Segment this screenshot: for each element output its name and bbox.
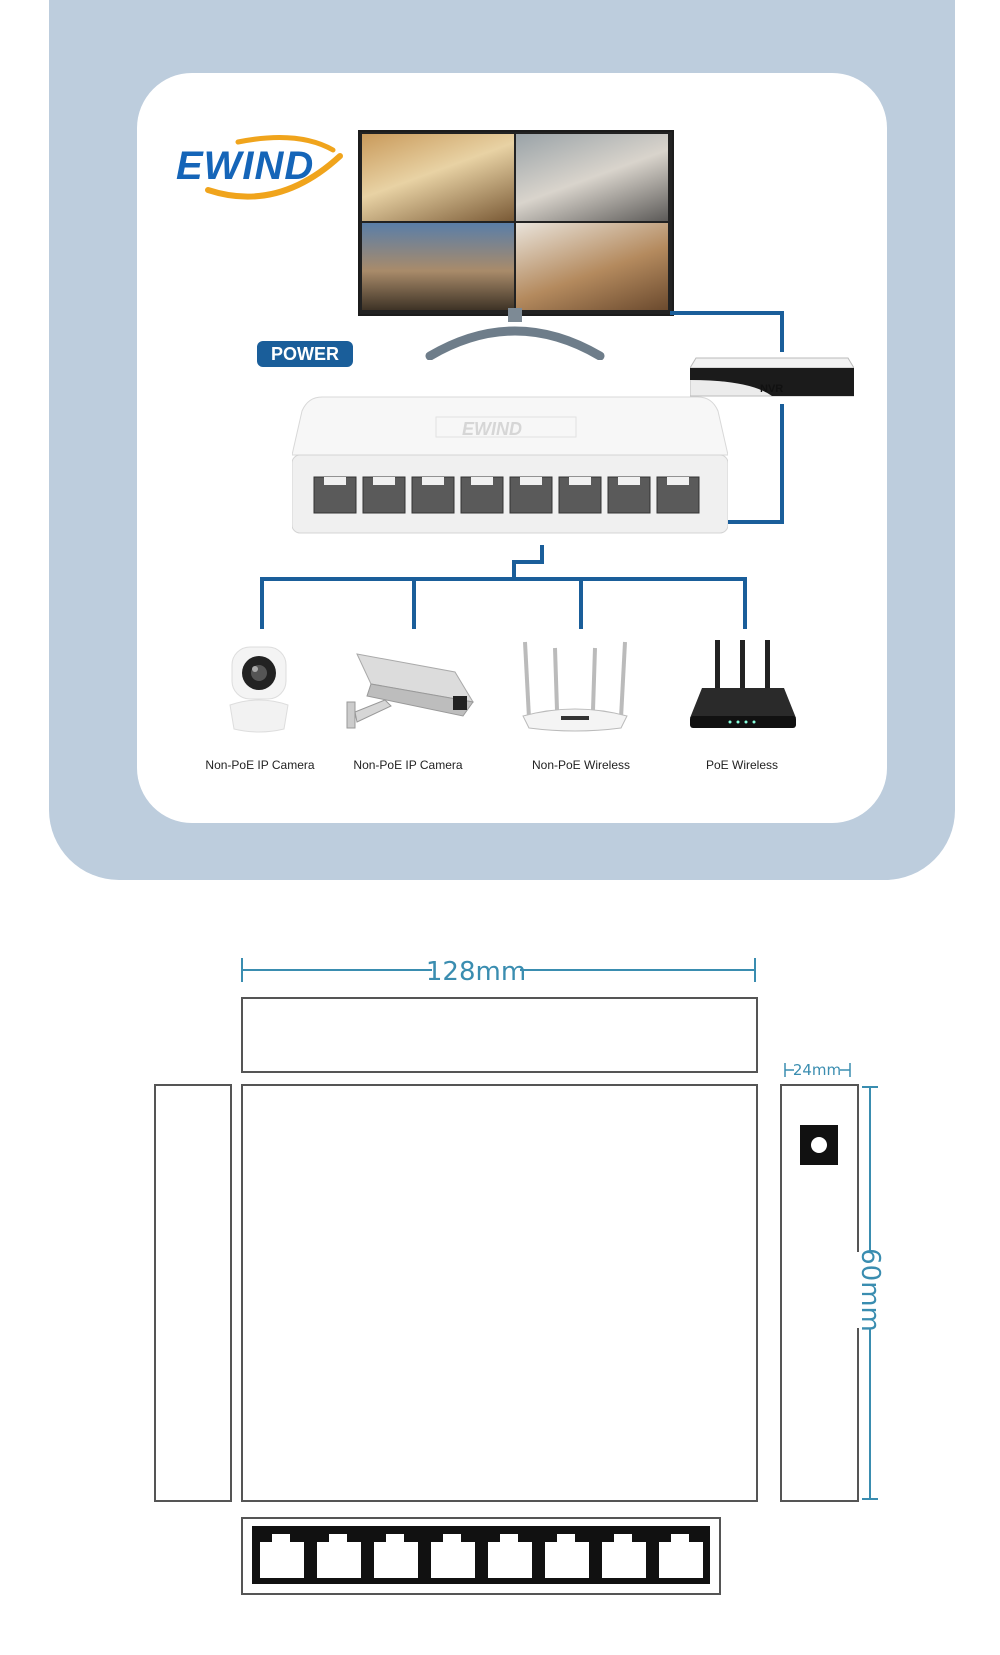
nvr-label: NVR	[760, 383, 783, 395]
port-outline	[431, 1534, 475, 1578]
connection-line	[540, 545, 544, 563]
power-badge: POWER	[257, 341, 353, 367]
bullet-camera-icon	[346, 653, 474, 729]
top-view	[241, 997, 758, 1073]
dim-ports	[252, 1526, 710, 1584]
height-label: 60mm	[855, 1248, 885, 1332]
port-outline	[488, 1534, 532, 1578]
port-outline	[659, 1534, 703, 1578]
connection-line	[512, 560, 516, 580]
width-label: 128mm	[426, 957, 526, 987]
port-outline	[374, 1534, 418, 1578]
connection-line	[716, 520, 784, 524]
connection-line	[780, 311, 784, 352]
monitor-stand-icon	[425, 308, 605, 360]
logo-swoosh-icon	[205, 135, 343, 200]
connection-line	[260, 577, 747, 581]
connection-line	[260, 577, 264, 629]
device-label-1: Non-PoE IP Camera	[205, 758, 315, 772]
monitor-screen	[358, 130, 674, 316]
left-side-view	[154, 1084, 232, 1502]
brand-name: EWIND	[176, 144, 315, 188]
front-view	[241, 1084, 758, 1502]
connection-line	[512, 560, 544, 564]
switch-logo: EWIND	[462, 419, 522, 439]
rj45-port	[656, 476, 700, 514]
network-switch: EWIND	[292, 396, 728, 534]
device-label-2: Non-PoE IP Camera	[353, 758, 463, 772]
connection-line	[780, 404, 784, 524]
connection-line	[412, 577, 416, 629]
dimension-drawing: 128mm 24mm 60mm	[154, 954, 886, 1595]
port-outline	[317, 1534, 361, 1578]
brand-logo: EWIND	[168, 128, 358, 208]
camera-view-1	[362, 134, 514, 221]
router-icon	[522, 641, 628, 732]
depth-label: 24mm	[793, 1061, 841, 1079]
connection-line	[743, 577, 747, 629]
device-label-4: PoE Wireless	[705, 758, 779, 772]
port-outline	[545, 1534, 589, 1578]
router-icon	[690, 640, 796, 728]
camera-view-4	[516, 223, 668, 310]
connection-line	[670, 311, 784, 315]
camera-view-2	[516, 134, 668, 221]
dome-camera-icon	[229, 646, 289, 733]
port-outline	[602, 1534, 646, 1578]
camera-view-3	[362, 223, 514, 310]
port-outline	[260, 1534, 304, 1578]
connection-line	[579, 577, 583, 629]
device-label-3: Non-PoE Wireless	[531, 758, 631, 772]
switch-ports	[313, 476, 700, 514]
nvr-device: NVR	[690, 357, 854, 397]
